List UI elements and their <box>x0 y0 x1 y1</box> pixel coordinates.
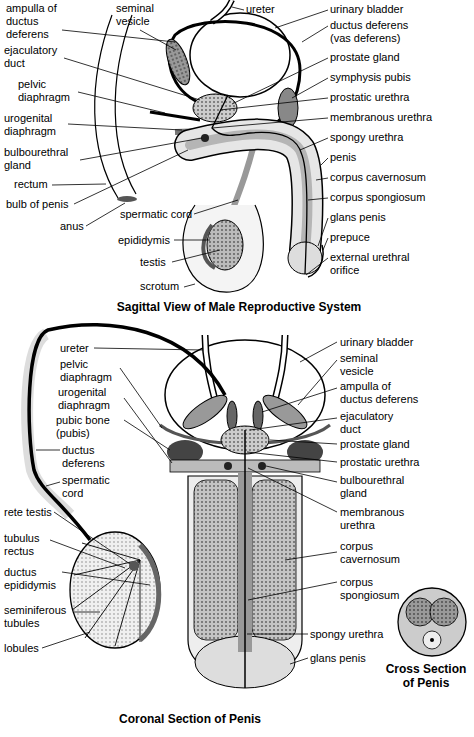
part-label: bulbourethral gland <box>340 474 414 500</box>
part-label: pelvic diaphragm <box>60 358 120 384</box>
bulbourethral-gland-dot <box>224 462 232 470</box>
part-label: testis <box>140 256 166 269</box>
part-label: scrotum <box>140 280 179 293</box>
part-label: symphysis pubis <box>330 71 411 84</box>
corpus-cavernosum-section <box>430 598 458 626</box>
anus <box>117 196 137 202</box>
part-label: prostate gland <box>340 438 410 451</box>
seminal-vesicle-shape <box>179 390 232 435</box>
part-label: membranous urethra <box>340 506 410 532</box>
part-label: seminal vesicle <box>116 2 164 28</box>
part-label: epididymis <box>118 234 170 247</box>
section-heading: Sagittal View of Male Reproductive Syste… <box>2 300 474 314</box>
part-label: ampulla of ductus deferens <box>340 380 424 406</box>
part-label: membranous urethra <box>330 111 432 124</box>
rectum-wall <box>95 15 136 198</box>
part-label: prepuce <box>330 231 370 244</box>
bladder-shape <box>190 13 290 97</box>
part-label: spermatic cord <box>62 474 114 500</box>
ureter-lumen <box>212 0 232 22</box>
part-label: penis <box>330 151 356 164</box>
ampulla-shape <box>253 401 263 431</box>
urethra-section <box>430 638 434 642</box>
part-label: seminal vesicle <box>340 352 390 378</box>
part-label: tubulus rectus <box>4 532 54 558</box>
part-label: bulbourethral gland <box>4 146 78 172</box>
part-label: ampulla of ductus deferens <box>6 2 62 41</box>
part-label: pubic bone (pubis) <box>56 414 122 440</box>
part-label: external urethral orifice <box>330 251 422 277</box>
corpus-cavernosum-stipple <box>430 598 458 626</box>
part-label: corpus spongiosum <box>340 576 410 602</box>
part-label: corpus cavernosum <box>340 540 410 566</box>
part-label: glans penis <box>310 652 366 665</box>
corpus-cavernosum-section <box>406 598 434 626</box>
scrotum-outline <box>183 205 263 292</box>
part-label: corpus cavernosum <box>330 171 426 184</box>
bulbourethral-gland-dot <box>201 134 209 142</box>
bulbourethral-gland-dot <box>258 462 266 470</box>
lobule-septa <box>72 543 140 646</box>
part-label: urogenital diaphragm <box>58 386 122 412</box>
leader-lines <box>36 7 337 664</box>
urethra-tube <box>244 430 246 688</box>
part-label: ductus deferens (vas deferens) <box>330 19 425 45</box>
part-label: spongy urethra <box>310 628 383 641</box>
part-label: bulb of penis <box>6 198 68 211</box>
pelvic-diaphragm-band <box>150 112 200 120</box>
testis-stipple <box>70 532 160 648</box>
part-label: seminiferous tubules <box>4 604 74 630</box>
part-label: spermatic cord <box>120 208 192 221</box>
part-label: prostatic urethra <box>330 91 409 104</box>
part-label: prostatic urethra <box>340 456 419 469</box>
part-label: glans penis <box>330 211 386 224</box>
section-heading: Coronal Section of Penis <box>40 712 340 726</box>
part-label: urogenital diaphragm <box>4 112 68 138</box>
part-label: spongy urethra <box>330 131 403 144</box>
corpus-cavernosum-stipple <box>194 480 238 640</box>
part-label: rete testis <box>4 506 52 519</box>
seminal-vesicle-stipple <box>161 36 194 87</box>
part-label: lobules <box>4 642 39 655</box>
part-label: ureter <box>246 3 275 16</box>
part-label: pelvic diaphragm <box>18 78 78 104</box>
cross-section-outline <box>398 588 466 656</box>
ampulla-shape <box>227 401 237 431</box>
part-label: prostate gland <box>330 51 400 64</box>
testis-shape <box>70 532 160 648</box>
ureter-tube <box>205 335 285 400</box>
ureter-lumen <box>205 335 285 400</box>
corpus-spongiosum-section <box>423 631 441 649</box>
rete-testis-dot <box>129 561 139 571</box>
part-label: urinary bladder <box>330 3 403 16</box>
part-label: ejaculatory duct <box>4 44 66 70</box>
corpus-cavernosum-shape <box>194 480 238 640</box>
prostate-stipple <box>193 94 237 122</box>
corpus-cavernosum-stipple <box>406 598 434 626</box>
seminal-vesicle-shape <box>161 36 194 87</box>
epididymis-shape <box>140 545 159 640</box>
part-label: ureter <box>60 342 89 355</box>
prostate-shape <box>193 94 237 122</box>
part-label: anus <box>60 220 84 233</box>
epididymis-shape <box>203 225 215 268</box>
part-label: ductus epididymis <box>4 566 62 592</box>
corpus-cavernosum-stipple <box>252 480 296 640</box>
ureter-tube <box>212 0 232 22</box>
corpus-cavernosum-shape <box>252 480 296 640</box>
section-heading: Cross Section of Penis <box>382 662 470 690</box>
part-label: ejaculatory duct <box>340 410 402 436</box>
part-label: urinary bladder <box>340 336 413 349</box>
part-label: ductus deferens <box>62 444 114 470</box>
part-label: corpus spongiosum <box>330 191 425 204</box>
part-label: rectum <box>14 178 48 191</box>
